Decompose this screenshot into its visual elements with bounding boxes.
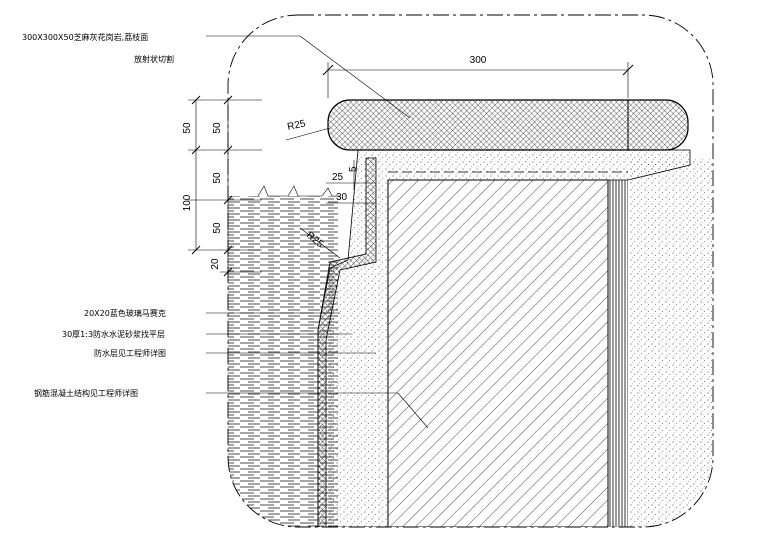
backfill (628, 158, 713, 527)
r25-top: R25 (286, 118, 307, 133)
dim-tick (322, 64, 334, 76)
r25-leader-top (285, 127, 331, 141)
stone-coping (327, 99, 689, 151)
dim-20: 20 (210, 258, 221, 270)
waterproof-strip (608, 180, 628, 527)
label-stone-coping: 300X300X50芝麻灰花岗岩,荔枝面 (22, 32, 148, 42)
mosaic-layer (317, 157, 377, 527)
label-concrete: 钢筋混凝土结构见工程师详图 (34, 388, 138, 398)
label-glass-mosaic: 20X20蓝色玻璃马赛克 (84, 308, 166, 318)
label-radial-cut: 放射状切割 (134, 54, 174, 64)
concrete-structure (387, 179, 609, 527)
dim-300: 300 (470, 55, 487, 66)
water-surface (257, 185, 340, 197)
leader-coping-arrow (299, 35, 411, 119)
dim-50-top: 50 (212, 122, 223, 134)
dim-tick (622, 64, 634, 76)
dim-30: 30 (336, 192, 348, 203)
dim-5: 5 (348, 166, 359, 172)
dim-25: 25 (332, 172, 344, 183)
label-waterproof: 防水层见工程师详图 (94, 348, 166, 358)
dim-50-low: 50 (212, 222, 223, 234)
dim-50-mid: 50 (212, 172, 223, 184)
r25-leader-low (299, 227, 341, 259)
dim-ticks-left (191, 95, 233, 277)
label-mortar-layer: 30厚1:3防水水泥砂浆找平层 (62, 329, 165, 339)
leader-concrete-arrow (397, 392, 429, 429)
dim-50-outer: 50 (182, 122, 193, 134)
dim-100: 100 (182, 194, 193, 211)
